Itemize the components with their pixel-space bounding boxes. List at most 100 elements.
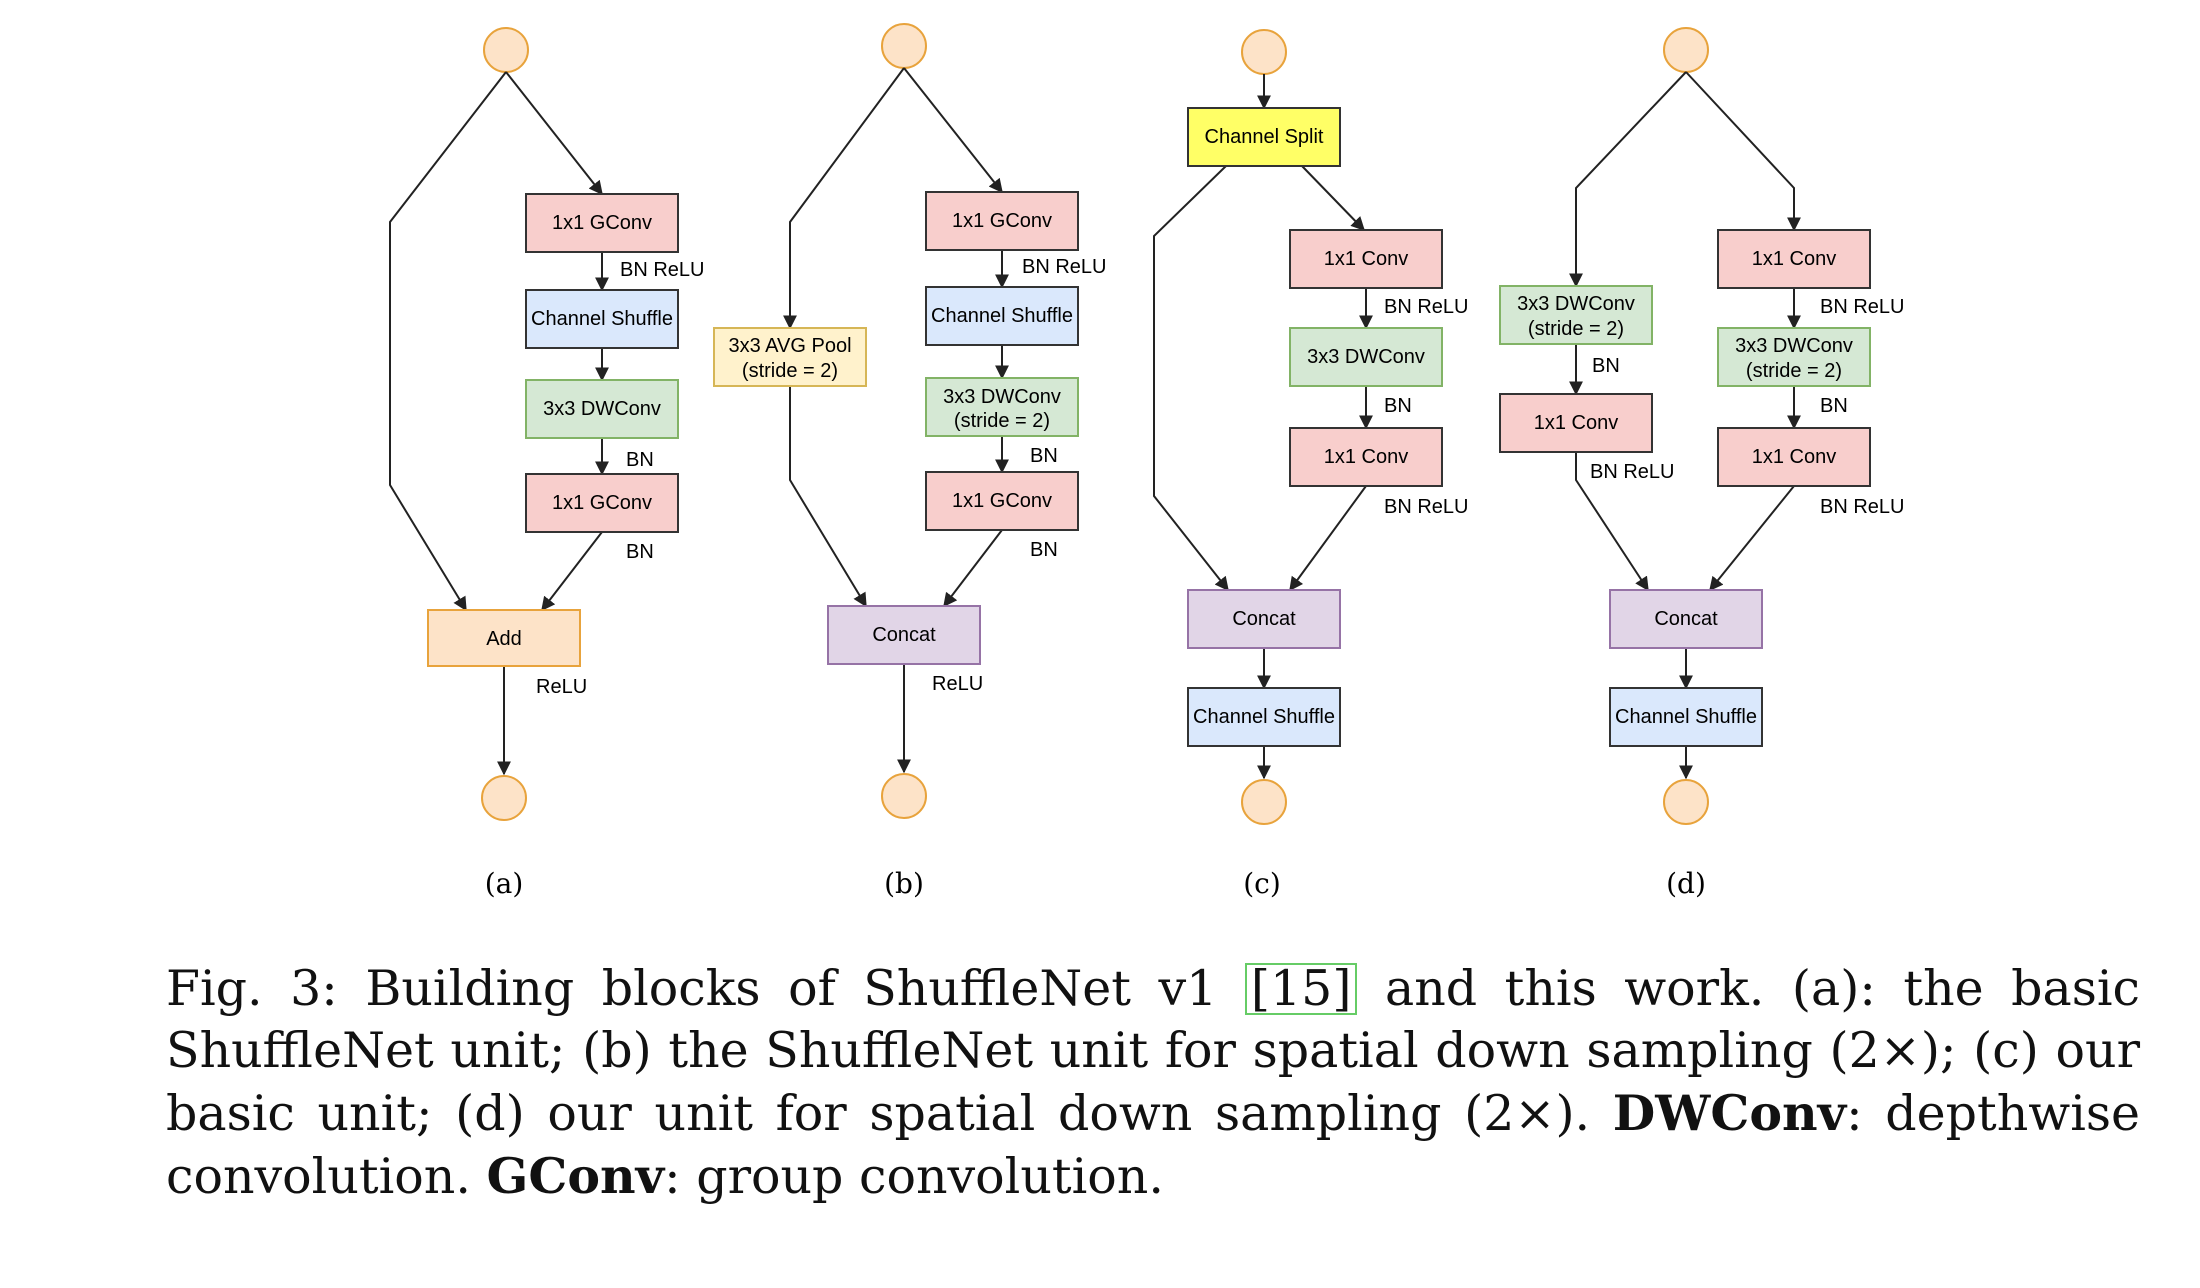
left-dwconv-label: 3x3 DWConv: [1517, 293, 1635, 315]
gconv1-box: [925, 191, 1079, 251]
gconv1-label: 1x1 GConv: [552, 212, 652, 234]
panel-label-b: (b): [884, 867, 924, 900]
input-node: [1241, 29, 1287, 75]
panel-label-d: (d): [1666, 867, 1706, 900]
shuffle-label: Channel Shuffle: [1615, 706, 1757, 728]
edge-to-gconv1: [505, 71, 603, 196]
edge-gconv2-concat: [943, 529, 1003, 608]
edge-to-right-conv1: [1685, 71, 1801, 232]
dwconv-box: [525, 379, 679, 439]
edge-label-left-bn-relu: BN ReLU: [1590, 461, 1674, 483]
caption-prefix: Fig. 3: Building blocks of ShuffleNet v1: [166, 960, 1245, 1017]
split-label: Channel Split: [1205, 126, 1324, 148]
definition-gconv: : group convolution.: [664, 1148, 1164, 1205]
right-dwconv-box: [1717, 327, 1871, 387]
dwconv-box: [1289, 327, 1443, 387]
gconv2-label: 1x1 GConv: [552, 492, 652, 514]
output-node: [481, 775, 527, 821]
avg-pool-stride-label: (stride = 2): [742, 360, 838, 382]
shuffle-label: Channel Shuffle: [931, 305, 1073, 327]
edge-split-right: [1301, 165, 1365, 232]
right-conv2-label: 1x1 Conv: [1752, 446, 1837, 468]
avg-pool-box: [713, 327, 867, 387]
citation-link[interactable]: [15]: [1244, 963, 1358, 1015]
edge-label-bn-2: BN: [1030, 539, 1058, 561]
figure-caption: Fig. 3: Building blocks of ShuffleNet v1…: [166, 958, 2140, 1208]
gconv2-box: [925, 471, 1079, 531]
edge-conv2-concat: [1289, 485, 1367, 592]
edge-shortcut: [389, 71, 507, 612]
concat-box: [1187, 589, 1341, 649]
gconv2-label: 1x1 GConv: [952, 490, 1052, 512]
edge-label-right-bn: BN: [1820, 395, 1848, 417]
edge-split-left: [1153, 165, 1229, 592]
edge-label-right-bn-relu-2: BN ReLU: [1820, 496, 1904, 518]
right-conv1-box: [1717, 229, 1871, 289]
split-box: [1187, 107, 1341, 167]
block-d: 3x3 DWConv (stride = 2) 1x1 Conv 1x1 Con…: [1499, 27, 1904, 900]
add-box: [427, 609, 581, 667]
dwconv-stride-label: (stride = 2): [954, 410, 1050, 432]
term-gconv: GConv: [486, 1147, 665, 1205]
term-dwconv: DWConv: [1612, 1084, 1847, 1142]
left-conv-box: [1499, 393, 1653, 453]
shuffle-box: [925, 286, 1079, 346]
edge-label-bn: BN: [1384, 395, 1412, 417]
gconv1-box: [525, 193, 679, 253]
block-b: 3x3 AVG Pool (stride = 2) 1x1 GConv Chan…: [713, 23, 1106, 900]
concat-label: Concat: [1232, 608, 1296, 630]
edge-label-bn-2: BN: [626, 541, 654, 563]
dwconv-label: 3x3 DWConv: [543, 398, 661, 420]
conv1-label: 1x1 Conv: [1324, 248, 1409, 270]
shuffle-box: [1187, 687, 1341, 747]
edge-rconv2-concat: [1709, 485, 1795, 592]
input-node: [881, 23, 927, 69]
right-conv2-box: [1717, 427, 1871, 487]
concat-label: Concat: [1654, 608, 1718, 630]
edge-label-bn: BN: [626, 449, 654, 471]
concat-label: Concat: [872, 624, 936, 646]
concat-box: [827, 605, 981, 665]
concat-box: [1609, 589, 1763, 649]
dwconv-label: 3x3 DWConv: [1307, 346, 1425, 368]
definition-dwconv: : depthwise convolution.: [166, 1085, 2141, 1205]
edge-label-relu: ReLU: [536, 676, 587, 698]
shufflenet-diagram: 1x1 GConv Channel Shuffle 3x3 DWConv 1x1…: [389, 23, 1904, 900]
shuffle-label: Channel Shuffle: [1193, 706, 1335, 728]
shuffle-label: Channel Shuffle: [531, 308, 673, 330]
output-node: [1663, 779, 1709, 825]
panel-label-c: (c): [1243, 867, 1281, 900]
edge-label-bn-relu-2: BN ReLU: [1384, 496, 1468, 518]
edge-gconv2-add: [541, 531, 603, 612]
panel-label-a: (a): [485, 867, 524, 900]
shuffle-box: [1609, 687, 1763, 747]
edge-lconv-concat: [1575, 452, 1649, 592]
edge-label-left-bn: BN: [1592, 355, 1620, 377]
output-node: [881, 773, 927, 819]
edge-label-right-bn-relu: BN ReLU: [1820, 296, 1904, 318]
gconv1-label: 1x1 GConv: [952, 210, 1052, 232]
gconv2-box: [525, 473, 679, 533]
left-conv-label: 1x1 Conv: [1534, 412, 1619, 434]
right-dwconv-label: 3x3 DWConv: [1735, 335, 1853, 357]
block-c: Channel Split 1x1 Conv 3x3 DWConv 1x1 Co…: [1153, 29, 1468, 900]
dwconv-box: [925, 377, 1079, 437]
add-label: Add: [486, 628, 522, 650]
left-dwconv-stride-label: (stride = 2): [1528, 318, 1624, 340]
input-node: [483, 27, 529, 73]
shuffle-box: [525, 289, 679, 349]
output-node: [1241, 779, 1287, 825]
caption-text: and this work. (a): the basic ShuffleNet…: [166, 960, 2140, 1142]
edge-label-bn-relu: BN ReLU: [620, 259, 704, 281]
edge-to-pool: [783, 67, 905, 330]
right-conv1-label: 1x1 Conv: [1752, 248, 1837, 270]
right-dwconv-stride-label: (stride = 2): [1746, 360, 1842, 382]
conv1-box: [1289, 229, 1443, 289]
dwconv-label: 3x3 DWConv: [943, 386, 1061, 408]
edge-pool-concat: [789, 386, 867, 608]
block-a: 1x1 GConv Channel Shuffle 3x3 DWConv 1x1…: [389, 27, 704, 900]
edge-to-gconv1: [903, 67, 1003, 194]
conv2-label: 1x1 Conv: [1324, 446, 1409, 468]
edge-to-left-dwconv: [1569, 71, 1687, 288]
edge-label-bn-relu: BN ReLU: [1384, 296, 1468, 318]
